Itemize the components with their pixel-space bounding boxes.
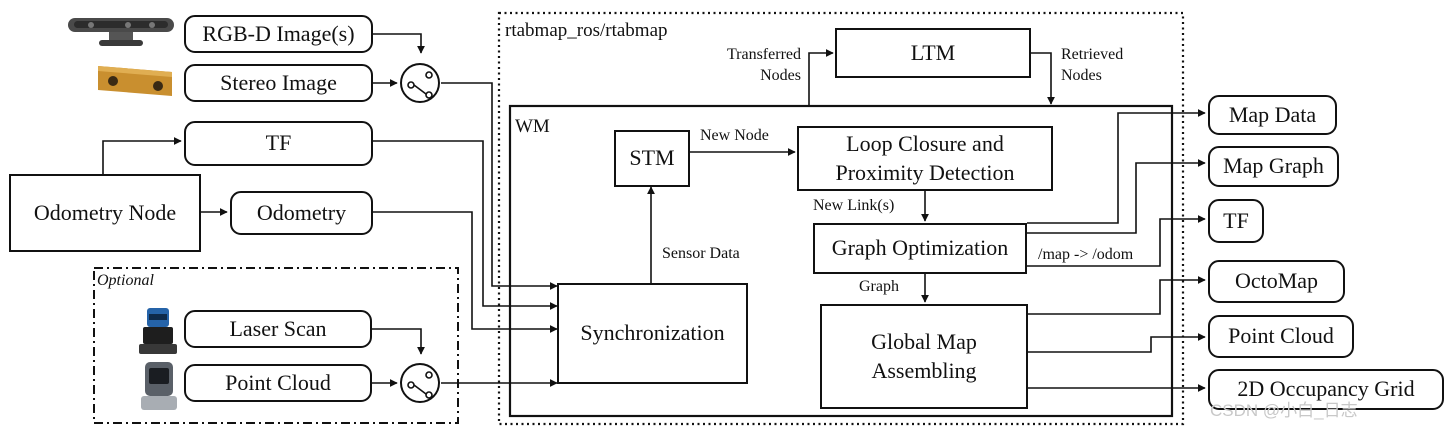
stm-box: STM bbox=[614, 130, 690, 187]
edge-wm-to-ltm bbox=[808, 49, 834, 106]
edge-to-tf-output bbox=[1027, 215, 1206, 267]
wm-border bbox=[508, 104, 1174, 418]
stereo-image-box: Stereo Image bbox=[184, 64, 373, 102]
wm-label: WM bbox=[515, 116, 550, 137]
synchronization-box: Synchronization bbox=[557, 283, 748, 384]
point-cloud-input-box: Point Cloud bbox=[184, 364, 372, 402]
cloud-switch-icon bbox=[400, 363, 440, 403]
rgbd-image-box: RGB-D Image(s) bbox=[184, 15, 373, 53]
edge-to-pointcloud-output bbox=[1028, 333, 1206, 353]
watermark: CSDN @小白_日志 bbox=[1210, 401, 1358, 420]
image-switch-icon bbox=[400, 63, 440, 103]
graph-label: Graph bbox=[859, 278, 899, 295]
tf-input-box: TF bbox=[184, 121, 373, 166]
occupancy-grid-output: 2D Occupancy Grid bbox=[1208, 369, 1444, 410]
map-odom-label: /map -> /odom bbox=[1038, 246, 1134, 263]
stereo-camera-icon bbox=[98, 66, 172, 96]
rgbd-camera-icon bbox=[68, 18, 174, 46]
retrieved-nodes-label: Retrieved Nodes bbox=[1061, 46, 1124, 84]
rtabmap-node-border bbox=[497, 11, 1185, 426]
map-data-output: Map Data bbox=[1208, 95, 1337, 135]
map-graph-output: Map Graph bbox=[1208, 146, 1339, 187]
edge-to-octomap bbox=[1028, 276, 1206, 315]
point-cloud-output: Point Cloud bbox=[1208, 315, 1354, 358]
sensor-data-label: Sensor Data bbox=[662, 245, 740, 262]
edge-to-map-data bbox=[1027, 109, 1206, 224]
depth-sensor-icon bbox=[141, 362, 177, 410]
laser-scan-box: Laser Scan bbox=[184, 310, 372, 348]
ltm-box: LTM bbox=[835, 28, 1031, 78]
optional-label: Optional bbox=[97, 272, 154, 289]
edge-odometry-to-sync bbox=[373, 211, 558, 333]
odometry-box: Odometry bbox=[230, 191, 373, 235]
new-node-label: New Node bbox=[700, 127, 769, 144]
edge-odomnode-to-tf bbox=[102, 137, 182, 174]
edge-laser-to-switch bbox=[372, 328, 425, 355]
graph-optimization-box: Graph Optimization bbox=[813, 223, 1027, 274]
edge-ltm-to-wm bbox=[1031, 52, 1055, 105]
edge-to-map-graph bbox=[1027, 159, 1206, 234]
odometry-node-box: Odometry Node bbox=[9, 174, 201, 252]
tf-output: TF bbox=[1208, 199, 1264, 243]
loop-closure-box: Loop Closure and Proximity Detection bbox=[797, 126, 1053, 191]
global-map-box: Global Map Assembling bbox=[820, 304, 1028, 409]
edge-image-switch-to-sync bbox=[441, 82, 558, 290]
edge-tf-to-sync bbox=[373, 140, 558, 310]
rtabmap-node-label: rtabmap_ros/rtabmap bbox=[505, 20, 668, 41]
edge-rgbd-to-switch bbox=[373, 33, 425, 54]
new-links-label: New Link(s) bbox=[813, 197, 895, 214]
octomap-output: OctoMap bbox=[1208, 260, 1345, 303]
optional-border bbox=[93, 267, 459, 424]
lidar-icon bbox=[139, 308, 177, 354]
transferred-nodes-label: Transferred Nodes bbox=[726, 46, 801, 84]
